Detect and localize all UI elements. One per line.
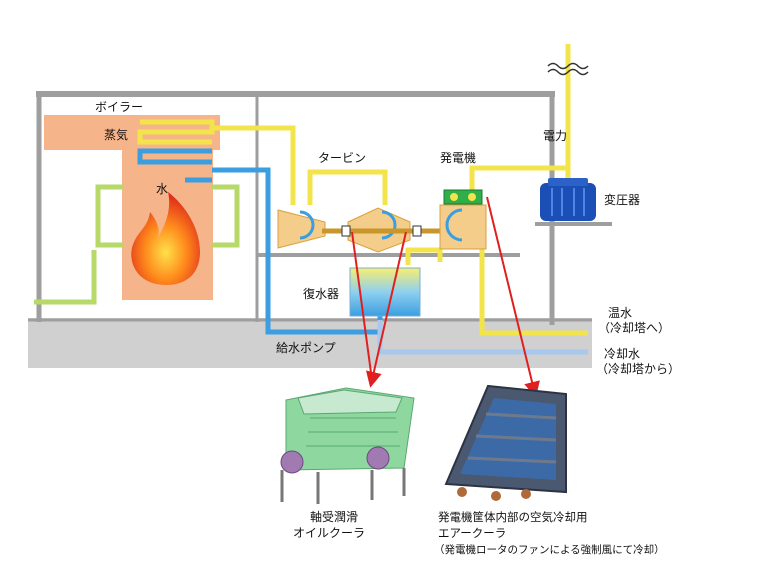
oil-cooler-flange-right bbox=[366, 446, 390, 470]
boiler-green-outlet bbox=[34, 250, 97, 305]
arrow-to-air-cooler bbox=[486, 196, 540, 398]
air-cooler-valve-3 bbox=[521, 489, 531, 499]
label-warm-water-2: （冷却塔へ） bbox=[598, 321, 670, 335]
oil-cooler-flange-left bbox=[280, 450, 304, 474]
power-line bbox=[469, 44, 571, 190]
steam-turbine-loop bbox=[307, 169, 388, 205]
steam-coil bbox=[137, 119, 215, 145]
turbine-hp-body bbox=[277, 209, 326, 249]
air-cooler-photo bbox=[444, 384, 567, 501]
label-air-cooler-3: （発電機ロータのファンによる強制風にて冷却） bbox=[434, 543, 665, 556]
label-cooling-water-1: 冷却水 bbox=[604, 347, 640, 361]
label-power: 電力 bbox=[543, 129, 567, 143]
generator bbox=[439, 189, 487, 250]
floor-slab bbox=[28, 318, 592, 368]
label-feed-pump: 給水ポンプ bbox=[276, 341, 336, 355]
generator-air-cooler bbox=[443, 189, 483, 205]
label-oil-cooler-1: 軸受潤滑 bbox=[310, 510, 358, 524]
air-cooler-bar-2 bbox=[475, 434, 557, 442]
transformer-top bbox=[548, 178, 588, 186]
air-cooler-valve-1 bbox=[457, 487, 467, 497]
label-turbine: タービン bbox=[318, 151, 366, 165]
boiler-green-loop-left bbox=[95, 184, 124, 248]
power-grid-wave-icon bbox=[547, 62, 589, 76]
label-warm-water-1: 温水 bbox=[608, 306, 632, 320]
coupling-2 bbox=[412, 225, 422, 237]
condenser-outlet-line bbox=[405, 247, 443, 265]
arrow-to-oil-cooler bbox=[365, 231, 407, 388]
transformer bbox=[540, 178, 596, 221]
label-oil-cooler-2: オイルクーラ bbox=[293, 526, 365, 540]
cooler-fan-icon-2 bbox=[468, 193, 476, 201]
label-condenser: 復水器 bbox=[303, 286, 339, 301]
air-cooler-valve-2 bbox=[491, 491, 501, 501]
steam-main-line bbox=[212, 125, 296, 205]
cooling-water-line bbox=[377, 320, 588, 355]
air-cooler-bar-1 bbox=[485, 412, 557, 420]
turbine-hp-rotation-icon bbox=[299, 210, 315, 240]
cooler-fan-icon-1 bbox=[450, 193, 458, 201]
transformer-body bbox=[540, 183, 596, 221]
label-steam: 蒸気 bbox=[104, 127, 128, 142]
generator-rotation-icon bbox=[445, 208, 463, 242]
oil-cooler-photo bbox=[280, 387, 415, 504]
label-water: 水 bbox=[156, 182, 168, 196]
label-transformer: 変圧器 bbox=[604, 192, 640, 207]
oil-cooler-top bbox=[297, 389, 403, 415]
label-air-cooler-2: エアークーラ bbox=[438, 526, 506, 540]
label-cooling-water-2: （冷却塔から） bbox=[596, 362, 680, 376]
label-air-cooler-1: 発電機筐体内部の空気冷却用 bbox=[438, 510, 588, 524]
arrow-from-turbine-to-oil-cooler bbox=[351, 231, 373, 381]
turbine-hp bbox=[277, 209, 326, 249]
turbine-lp-rotation-icon bbox=[381, 210, 397, 240]
boiler-green-loop-right bbox=[211, 184, 240, 248]
coupling-1 bbox=[341, 225, 351, 237]
flame-icon bbox=[131, 192, 200, 285]
label-boiler: ボイラー bbox=[95, 100, 143, 114]
water-coil bbox=[137, 148, 212, 165]
air-cooler-bar-3 bbox=[467, 456, 557, 464]
steam-lines bbox=[137, 44, 588, 336]
label-generator: 発電機 bbox=[440, 150, 476, 165]
